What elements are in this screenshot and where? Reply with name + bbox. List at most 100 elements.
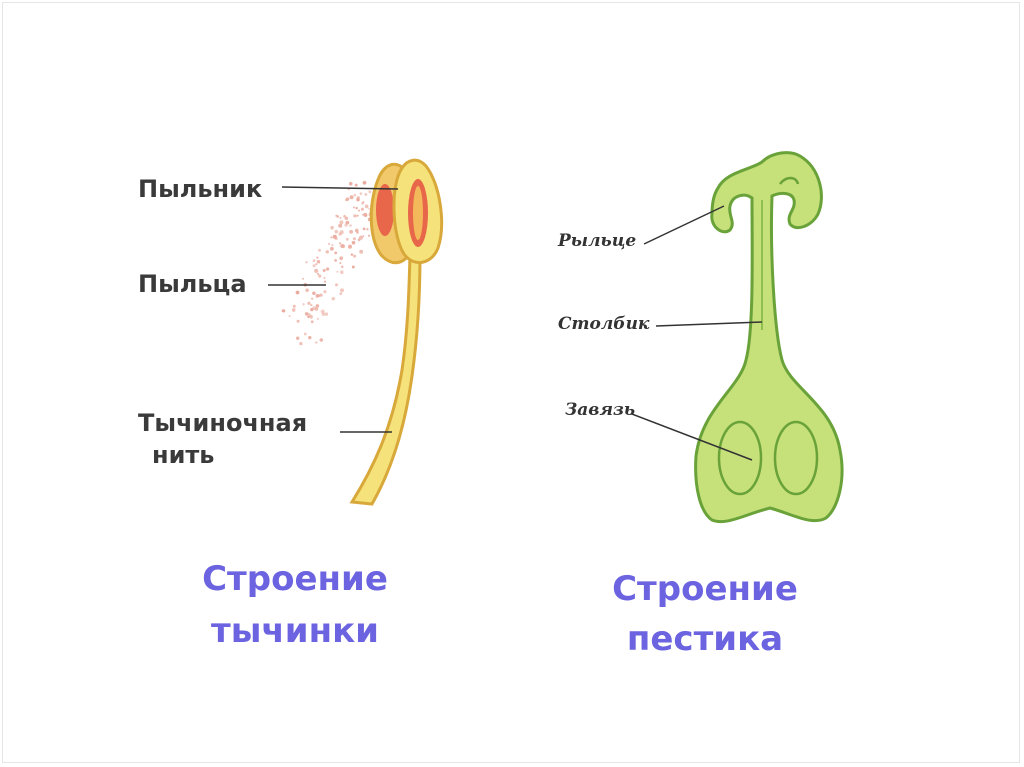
pollen-grain	[366, 228, 369, 231]
pollen-grain	[324, 312, 329, 316]
pollen-grain	[339, 262, 342, 265]
stamen-drawing	[268, 158, 444, 506]
pollen-grain	[295, 290, 300, 295]
pollen-grain	[315, 263, 318, 266]
leader-line-stigma	[643, 205, 725, 245]
ovule-left	[717, 420, 763, 496]
pollen-grain	[299, 342, 303, 346]
pollen-grain	[320, 309, 325, 314]
label-filament-line2: нить	[152, 441, 215, 469]
pollen-grain	[317, 272, 319, 275]
pollen-grain	[319, 338, 324, 342]
pollen-grain	[327, 242, 331, 246]
pollen-grain	[301, 277, 305, 280]
label-filament-line1: Тычиночная	[138, 409, 308, 437]
pollen-grain	[312, 291, 316, 295]
pollen-grain	[340, 288, 344, 293]
pollen-grain	[336, 215, 340, 218]
pollen-grain	[312, 259, 316, 262]
pollen-grain	[307, 315, 310, 319]
pollen-grain	[321, 312, 326, 317]
leader-line-ovary	[631, 413, 753, 461]
pollen-grain	[364, 192, 368, 196]
pollen-grain	[339, 270, 344, 275]
pollen-grain	[358, 235, 364, 240]
pollen-grain	[358, 209, 361, 212]
pollen-grain	[316, 317, 319, 320]
pollen-grain	[341, 265, 344, 268]
pollen-grain	[331, 243, 334, 247]
pollen-grain	[331, 296, 336, 301]
pollen-grain	[359, 192, 363, 195]
pollen-grain	[322, 268, 326, 273]
pollen-grain	[318, 274, 322, 278]
label-anther: Пыльник	[138, 175, 263, 203]
pollen-grain	[305, 261, 308, 264]
pollen-grain	[368, 207, 371, 210]
pollen-grain	[349, 229, 354, 234]
pollen-grain	[344, 223, 348, 227]
pollen-grain	[318, 248, 321, 252]
pollen-grain	[364, 204, 369, 209]
pollen-grain	[362, 227, 366, 231]
pollen-grain	[338, 232, 342, 236]
pollen-grain	[310, 307, 314, 312]
pollen-grain	[338, 242, 342, 245]
pollen-grain	[344, 216, 349, 221]
pollen-grain	[362, 180, 367, 185]
pollen-grain	[343, 214, 346, 218]
pollen-grain	[339, 256, 344, 261]
label-ovary: Завязь	[565, 400, 636, 420]
pollen-grain	[351, 240, 356, 245]
pollen-grain	[308, 336, 312, 340]
pollen-grain	[345, 237, 349, 241]
pollen-grain	[311, 297, 314, 300]
pollen-grain	[316, 256, 319, 259]
pollen-grain	[356, 214, 359, 217]
pollen-grain	[309, 314, 313, 319]
pollen-grain	[361, 213, 364, 216]
pollen-grain	[314, 268, 319, 273]
pollen-grain	[315, 294, 320, 298]
pollen-grain	[310, 320, 314, 324]
pollen-grain	[334, 258, 338, 262]
pollen-grain	[362, 235, 365, 238]
pollen-grain	[367, 234, 371, 237]
pollen-grain	[368, 190, 372, 194]
anther-front-sac-core	[413, 186, 423, 240]
pollen-grain	[339, 292, 343, 295]
label-style: Столбик	[558, 314, 650, 334]
pollen-grain	[307, 301, 311, 305]
pollen-grain	[332, 234, 337, 239]
pollen-grain	[355, 206, 358, 210]
caption-stamen-line1: Строение	[202, 559, 388, 599]
stamen-filament	[349, 253, 422, 506]
pollen-grain	[353, 254, 357, 258]
pollen-grain	[349, 224, 352, 227]
pollen-grain	[338, 223, 343, 228]
pollen-grain	[351, 265, 355, 269]
ovule-right	[773, 420, 819, 496]
pollen-grain	[329, 246, 334, 251]
pollen-grain	[347, 244, 353, 249]
label-stigma: Рыльце	[558, 231, 637, 251]
pollen-grain	[354, 228, 359, 233]
label-pollen: Пыльца	[138, 270, 247, 298]
pollen-grain	[334, 251, 338, 255]
pollen-grain	[302, 303, 305, 306]
pollen-grain	[352, 206, 356, 209]
pollen-grain	[353, 214, 357, 218]
pollen-grain	[296, 336, 300, 340]
pollen-grain	[292, 304, 296, 308]
pollen-grain	[364, 213, 368, 218]
pollen-grain	[339, 220, 344, 225]
pistil-drawing	[631, 151, 844, 523]
pollen-grain	[339, 217, 342, 219]
pollen-grain	[303, 332, 307, 336]
caption-pistil-line2: пестика	[626, 619, 784, 659]
caption-pistil-line1: Строение	[612, 569, 798, 609]
pollen-cloud	[281, 180, 383, 346]
pollen-grain	[312, 264, 316, 268]
